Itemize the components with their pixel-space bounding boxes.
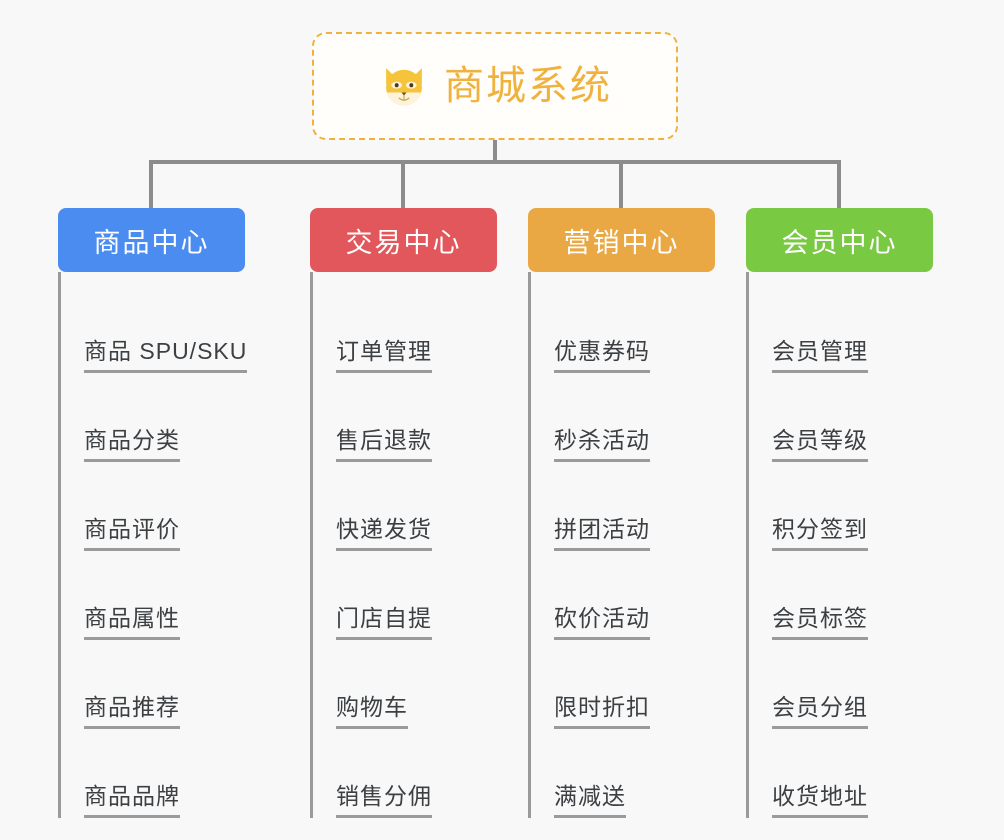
shiba-dog-face-icon [386, 68, 422, 106]
leaf-label: 商品评价 [84, 516, 180, 551]
connector-root-stem [493, 140, 497, 164]
leaf-item[interactable]: 限时折扣 [528, 640, 728, 729]
connector-drop-3 [619, 160, 623, 208]
branch-column-product: 商品中心 商品 SPU/SKU 商品分类 商品评价 商品属性 商品推荐 商品品牌 [58, 208, 288, 818]
leaf-item[interactable]: 砍价活动 [528, 551, 728, 640]
leaf-list-trade: 订单管理 售后退款 快递发货 门店自提 购物车 销售分佣 [310, 272, 510, 818]
leaf-label: 砍价活动 [554, 605, 650, 640]
leaf-label: 快递发货 [336, 516, 432, 551]
category-box-trade[interactable]: 交易中心 [310, 208, 497, 272]
branch-column-marketing: 营销中心 优惠券码 秒杀活动 拼团活动 砍价活动 限时折扣 满减送 [528, 208, 728, 818]
leaf-item[interactable]: 会员标签 [746, 551, 946, 640]
leaf-label: 商品 SPU/SKU [84, 338, 248, 373]
leaf-label: 销售分佣 [336, 783, 432, 818]
leaf-label: 会员标签 [772, 605, 868, 640]
leaf-item[interactable]: 拼团活动 [528, 462, 728, 551]
leaf-label: 门店自提 [336, 605, 432, 640]
leaf-item[interactable]: 购物车 [310, 640, 510, 729]
connector-drop-4 [837, 160, 841, 208]
branch-column-member: 会员中心 会员管理 会员等级 积分签到 会员标签 会员分组 收货地址 [746, 208, 946, 818]
connector-drop-1 [149, 160, 153, 208]
leaf-label: 商品推荐 [84, 694, 180, 729]
root-title: 商城系统 [444, 64, 612, 108]
leaf-item[interactable]: 秒杀活动 [528, 373, 728, 462]
leaf-spine [58, 272, 61, 818]
leaf-item[interactable]: 售后退款 [310, 373, 510, 462]
leaf-label: 商品品牌 [84, 783, 180, 818]
leaf-label: 商品分类 [84, 427, 180, 462]
category-box-marketing[interactable]: 营销中心 [528, 208, 715, 272]
leaf-item[interactable]: 商品属性 [58, 551, 288, 640]
leaf-label: 优惠券码 [554, 338, 650, 373]
leaf-item[interactable]: 收货地址 [746, 729, 946, 818]
connector-horizontal-bus [149, 160, 839, 164]
leaf-item[interactable]: 商品评价 [58, 462, 288, 551]
leaf-spine [528, 272, 531, 818]
leaf-label: 满减送 [554, 783, 626, 818]
connector-drop-2 [401, 160, 405, 208]
leaf-label: 商品属性 [84, 605, 180, 640]
leaf-item[interactable]: 会员管理 [746, 284, 946, 373]
category-box-member[interactable]: 会员中心 [746, 208, 933, 272]
leaf-item[interactable]: 订单管理 [310, 284, 510, 373]
leaf-label: 拼团活动 [554, 516, 650, 551]
category-box-product[interactable]: 商品中心 [58, 208, 245, 272]
leaf-label: 购物车 [336, 694, 408, 729]
leaf-list-member: 会员管理 会员等级 积分签到 会员标签 会员分组 收货地址 [746, 272, 946, 818]
leaf-item[interactable]: 商品品牌 [58, 729, 288, 818]
leaf-label: 收货地址 [772, 783, 868, 818]
leaf-label: 售后退款 [336, 427, 432, 462]
leaf-item[interactable]: 快递发货 [310, 462, 510, 551]
leaf-item[interactable]: 会员等级 [746, 373, 946, 462]
leaf-item[interactable]: 满减送 [528, 729, 728, 818]
leaf-item[interactable]: 门店自提 [310, 551, 510, 640]
leaf-item[interactable]: 会员分组 [746, 640, 946, 729]
leaf-label: 订单管理 [336, 338, 432, 373]
leaf-list-product: 商品 SPU/SKU 商品分类 商品评价 商品属性 商品推荐 商品品牌 [58, 272, 288, 818]
leaf-item[interactable]: 积分签到 [746, 462, 946, 551]
leaf-spine [310, 272, 313, 818]
leaf-item[interactable]: 优惠券码 [528, 284, 728, 373]
leaf-item[interactable]: 商品分类 [58, 373, 288, 462]
leaf-list-marketing: 优惠券码 秒杀活动 拼团活动 砍价活动 限时折扣 满减送 [528, 272, 728, 818]
leaf-label: 会员分组 [772, 694, 868, 729]
leaf-label: 秒杀活动 [554, 427, 650, 462]
leaf-label: 限时折扣 [554, 694, 650, 729]
leaf-label: 会员管理 [772, 338, 868, 373]
leaf-item[interactable]: 销售分佣 [310, 729, 510, 818]
leaf-spine [746, 272, 749, 818]
leaf-item[interactable]: 商品推荐 [58, 640, 288, 729]
leaf-label: 会员等级 [772, 427, 868, 462]
branch-column-trade: 交易中心 订单管理 售后退款 快递发货 门店自提 购物车 销售分佣 [310, 208, 510, 818]
root-node[interactable]: 商城系统 [312, 32, 678, 140]
leaf-item[interactable]: 商品 SPU/SKU [58, 284, 288, 373]
leaf-label: 积分签到 [772, 516, 868, 551]
